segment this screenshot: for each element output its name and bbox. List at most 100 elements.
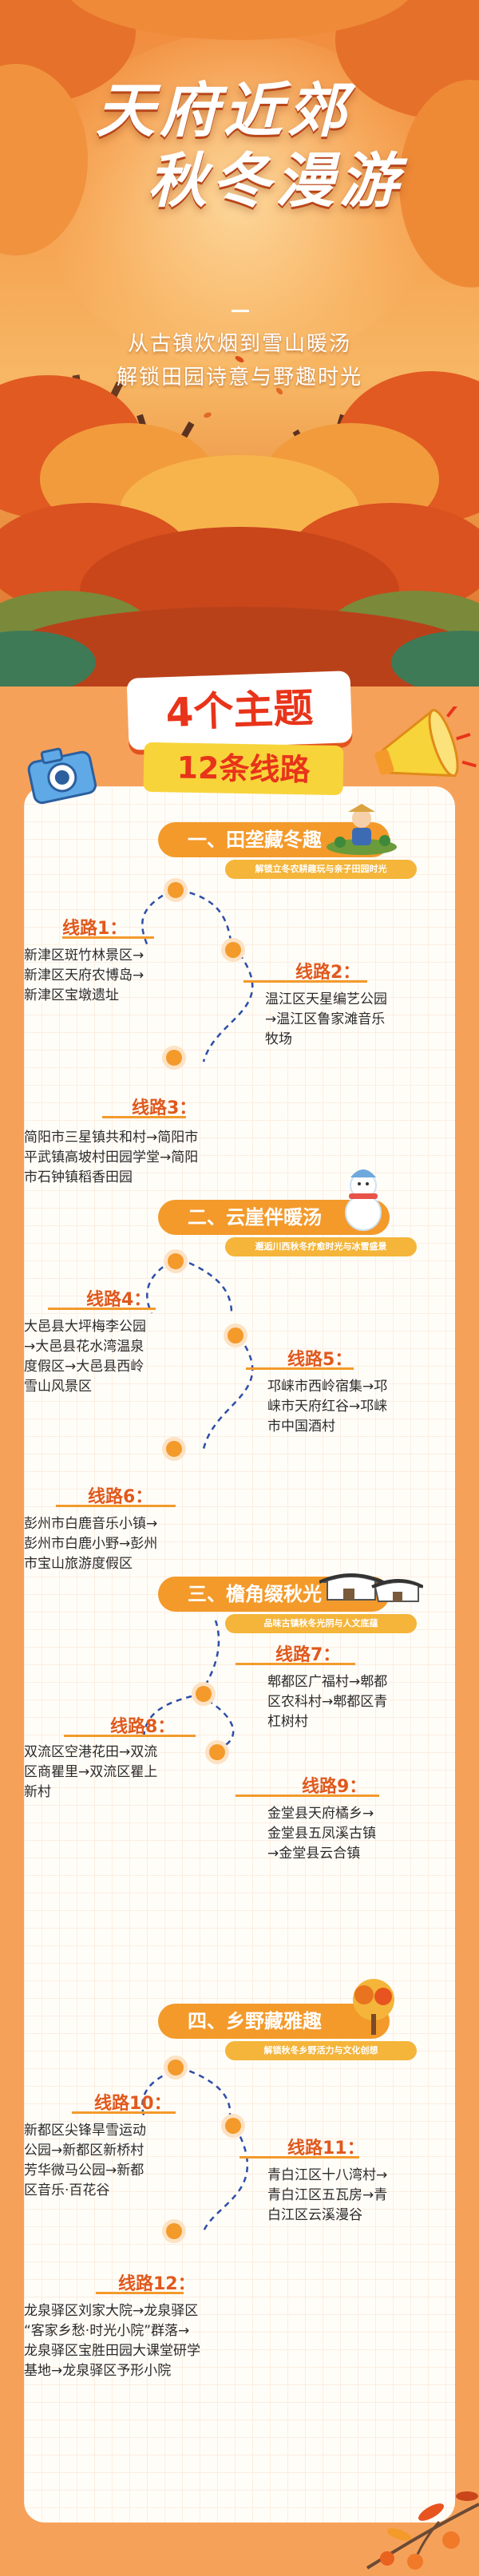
- route-2-line-1: 温江区天星编艺公园: [265, 991, 387, 1007]
- route-11-underline: [240, 2156, 359, 2159]
- autumn-trees-illustration: [0, 0, 479, 687]
- ancient-house-icon: [319, 1573, 423, 1602]
- route-2-label: 线路2：: [295, 963, 361, 983]
- route-10-line-1: 新都区尖锋旱雪运动: [24, 2123, 146, 2139]
- routes-count-text: 12条线路: [176, 750, 311, 788]
- route-node: [168, 882, 184, 898]
- route-node: [166, 1050, 182, 1066]
- route-10-underline: [72, 2111, 176, 2114]
- route-12-label: 线路12：: [118, 2274, 196, 2294]
- megaphone-icon: [374, 706, 477, 778]
- route-12-stops: 龙泉驿区刘家大院→龙泉驿区 “客家乡愁·时光小院”群落→ 龙泉驿区宝胜田园大课堂…: [24, 2301, 287, 2381]
- route-6-label: 线路6：: [88, 1487, 153, 1507]
- themes-count-badge: 4个主题: [126, 671, 353, 750]
- route-5-line-1: 邛崃市西岭宿集→邛: [267, 1379, 388, 1395]
- routes-count-badge: 12条线路: [143, 742, 344, 796]
- route-node: [168, 2060, 184, 2075]
- route-node: [168, 1253, 184, 1269]
- route-7-stops: 郫都区广福村→郫都 区农科村→郫都区青 杠树村: [267, 1672, 451, 1732]
- route-9-underline: [236, 1794, 379, 1797]
- route-9-line-2: 金堂县五凤溪古镇: [267, 1826, 376, 1842]
- route-10-line-3: 芳华微马公园→新都: [24, 2162, 144, 2178]
- snowman-icon: [345, 1169, 382, 1231]
- route-1-label: 线路1：: [62, 919, 128, 939]
- hero-title-line1: 天府近郊: [96, 77, 351, 145]
- route-4-line-3: 度假区→大邑县西岭: [24, 1359, 144, 1375]
- route-8-stops: 双流区空港花田→双流 区商瞿里→双流区瞿上 新村: [24, 1743, 232, 1802]
- route-node: [209, 1744, 225, 1760]
- route-6-line-2: 彭州市白鹿小野→彭州: [24, 1536, 158, 1552]
- route-9-line-1: 金堂县天府橘乡→: [267, 1806, 374, 1822]
- theme-3-title: 三、檐角缀秋光: [188, 1583, 322, 1605]
- route-6-stops: 彭州市白鹿音乐小镇→ 彭州市白鹿小野→彭州 市宝山旅游度假区: [24, 1514, 232, 1574]
- routes-card: 一、田垄藏冬趣 解锁立冬农耕趣玩与亲子田园时光 线路1： 新津区斑竹林景区→ 新…: [24, 786, 455, 2523]
- persimmon-branch-icon: [366, 2491, 479, 2570]
- theme-1-tagline-box: 解锁立冬农耕趣玩与亲子田园时光: [225, 860, 417, 879]
- route-4-line-2: →大邑县花水湾温泉: [24, 1339, 144, 1355]
- hero-subtitle-line2: 解锁田园诗意与野趣时光: [116, 366, 362, 390]
- hero-title-line2: 秋冬漫游: [148, 147, 403, 216]
- route-7-underline: [236, 1663, 355, 1665]
- route-node: [196, 1686, 212, 1702]
- theme-1-title: 一、田垄藏冬趣: [188, 829, 322, 851]
- route-5-underline: [246, 1367, 354, 1370]
- route-connectors: [141, 888, 254, 2232]
- route-5-stops: 邛崃市西岭宿集→邛 崃市天府红谷→邛崃 市中国酒村: [267, 1377, 451, 1437]
- route-2-underline: [243, 980, 367, 983]
- route-11-line-3: 白江区云溪漫谷: [267, 2207, 362, 2223]
- theme-1-tagline: 解锁立冬农耕趣玩与亲子田园时光: [255, 864, 387, 874]
- route-12-line-1: 龙泉驿区刘家大院→龙泉驿区: [24, 2303, 199, 2319]
- route-node: [166, 1441, 182, 1457]
- route-3-underline: [102, 1116, 186, 1118]
- route-3-line-2: 平武镇高坡村田园学堂→简阳: [24, 1150, 199, 1165]
- lantern-tree-icon: [353, 1979, 394, 2035]
- route-11-stops: 青白江区十八湾村→ 青白江区五瓦房→青 白江区云溪漫谷: [267, 2166, 451, 2226]
- route-5-line-3: 市中国酒村: [267, 1419, 335, 1434]
- route-node: [225, 942, 241, 958]
- farmer-icon: [327, 804, 397, 855]
- route-6-underline: [56, 1505, 176, 1507]
- route-7-label: 线路7：: [275, 1645, 341, 1665]
- route-4-label: 线路4：: [86, 1290, 152, 1310]
- route-12-line-3: 龙泉驿区宝胜田园大课堂研学: [24, 2343, 200, 2359]
- theme-4-tagline: 解锁秋冬乡野活力与文化创想: [263, 2045, 378, 2056]
- route-11-line-2: 青白江区五瓦房→青: [267, 2187, 388, 2203]
- route-4-stops: 大邑县大坪梅李公园 →大邑县花水湾温泉 度假区→大邑县西岭 雪山风景区: [24, 1317, 216, 1397]
- route-3-line-1: 简阳市三星镇共和村→简阳市: [24, 1130, 199, 1146]
- route-8-line-2: 区商瞿里→双流区瞿上: [24, 1764, 158, 1780]
- theme-3-tagline-box: 品味古镇秋冬光阴与人文底蕴: [225, 1614, 417, 1633]
- route-9-label: 线路9：: [302, 1777, 367, 1797]
- route-1-line-3: 新津区宝墩遗址: [24, 987, 119, 1003]
- route-2-line-2: →温江区鲁家滩音乐: [265, 1011, 386, 1027]
- route-8-line-3: 新村: [24, 1784, 51, 1800]
- route-1-stops: 新津区斑竹林景区→ 新津区天府农博岛→ 新津区宝墩遗址: [24, 946, 216, 1006]
- route-11-label: 线路11：: [287, 2139, 365, 2159]
- route-1-line-2: 新津区天府农博岛→: [24, 967, 144, 983]
- route-12-underline: [96, 2292, 184, 2294]
- theme-2-tagline: 邂逅川西秋冬疗愈时光与冰雪盛景: [255, 1241, 387, 1252]
- route-11-line-1: 青白江区十八湾村→: [267, 2167, 388, 2183]
- hero-divider: [232, 310, 249, 312]
- route-8-underline: [64, 1735, 196, 1737]
- theme-2-title: 二、云崖伴暖汤: [188, 1206, 322, 1229]
- route-5-line-2: 崃市天府红谷→邛崃: [267, 1399, 388, 1415]
- route-9-stops: 金堂县天府橘乡→ 金堂县五凤溪古镇 →金堂县云合镇: [267, 1804, 451, 1864]
- camera-icon: [27, 747, 97, 805]
- route-8-label: 线路8：: [110, 1717, 176, 1737]
- themes-count-text: 4个主题: [164, 684, 315, 737]
- route-7-line-2: 区农科村→郫都区青: [267, 1694, 388, 1710]
- route-9-line-3: →金堂县云合镇: [267, 1846, 361, 1862]
- theme-3-tagline: 品味古镇秋冬光阴与人文底蕴: [263, 1618, 378, 1628]
- route-10-line-4: 区音乐·百花谷: [24, 2182, 110, 2198]
- theme-2-tagline-box: 邂逅川西秋冬疗愈时光与冰雪盛景: [225, 1237, 417, 1256]
- route-6-line-3: 市宝山旅游度假区: [24, 1556, 133, 1572]
- route-5-label: 线路5：: [287, 1350, 353, 1370]
- route-12-line-2: “客家乡愁·时光小院”群落→: [24, 2323, 190, 2339]
- theme-4-title: 四、乡野藏雅趣: [188, 2010, 322, 2032]
- route-2-stops: 温江区天星编艺公园 →温江区鲁家滩音乐 牧场: [265, 990, 453, 1050]
- route-7-line-3: 杠树村: [267, 1714, 308, 1730]
- route-node: [166, 2223, 182, 2239]
- route-10-line-2: 公园→新都区新桥村: [24, 2143, 144, 2159]
- route-3-line-3: 市石钟镇稻香田园: [24, 1169, 133, 1185]
